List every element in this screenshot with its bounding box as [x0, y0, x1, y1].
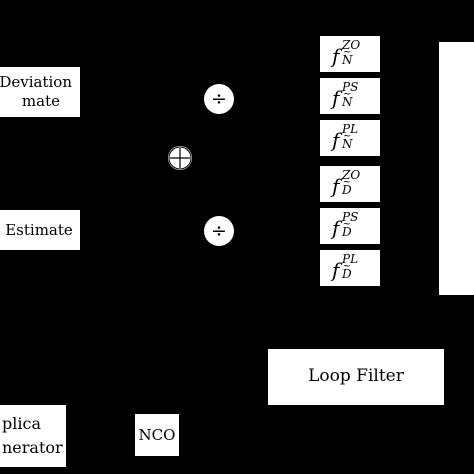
tilde-accent: ~	[343, 47, 352, 58]
replica-generator-block: plica nerator	[0, 405, 66, 467]
filter-subscript-letter: N	[342, 53, 353, 67]
tilde-accent: ~	[343, 89, 352, 100]
tilde-accent: ~	[342, 177, 351, 188]
filter-superscript: PL	[342, 252, 359, 266]
filter-superscript: ZO	[342, 168, 361, 182]
divide-operator-bottom: ÷	[204, 216, 234, 246]
filter-subscript: ~D	[342, 220, 352, 239]
filter-subscript: ~N	[342, 90, 353, 109]
nco-label: NCO	[138, 425, 176, 444]
filter-subscript-letter: N	[342, 137, 353, 151]
deviation-estimate-label: Deviation mate	[0, 73, 72, 110]
filter-subscript-letter: N	[342, 95, 353, 109]
estimate-block: Estimate	[0, 210, 80, 250]
filter-symbol: f	[332, 258, 340, 282]
filter-subscript-letter: D	[342, 225, 352, 239]
tilde-accent: ~	[343, 131, 352, 142]
filter-symbol: f	[332, 86, 340, 110]
filter-subscript: ~N	[342, 132, 353, 151]
tilde-accent: ~	[342, 219, 351, 230]
deviation-estimate-block: Deviation mate	[0, 67, 80, 117]
filter-subscript: ~D	[342, 178, 352, 197]
right-block	[439, 42, 474, 295]
loop-filter-block: Loop Filter	[268, 349, 444, 405]
filter-superscript: ZO	[342, 38, 361, 52]
loop-filter-label: Loop Filter	[308, 366, 404, 387]
filter-subscript: ~D	[342, 262, 352, 281]
replica-generator-label: plica nerator	[2, 414, 63, 457]
nco-block: NCO	[135, 414, 179, 456]
filter-subscript-letter: D	[342, 183, 352, 197]
sum-operator	[168, 146, 192, 170]
filter-symbol: f	[332, 174, 340, 198]
plus-in-circle-icon	[168, 146, 192, 170]
filter-subscript: ~N	[342, 48, 353, 67]
divide-operator-top: ÷	[204, 84, 234, 114]
estimate-label: Estimate	[5, 220, 73, 239]
filter-superscript: PL	[342, 122, 359, 136]
filter-subscript-letter: D	[342, 267, 352, 281]
tilde-accent: ~	[342, 261, 351, 272]
filter-superscript: PS	[342, 210, 359, 224]
filter-symbol: f	[332, 44, 340, 68]
filter-superscript: PS	[342, 80, 359, 94]
filter-symbol: f	[332, 216, 340, 240]
filter-symbol: f	[332, 128, 340, 152]
